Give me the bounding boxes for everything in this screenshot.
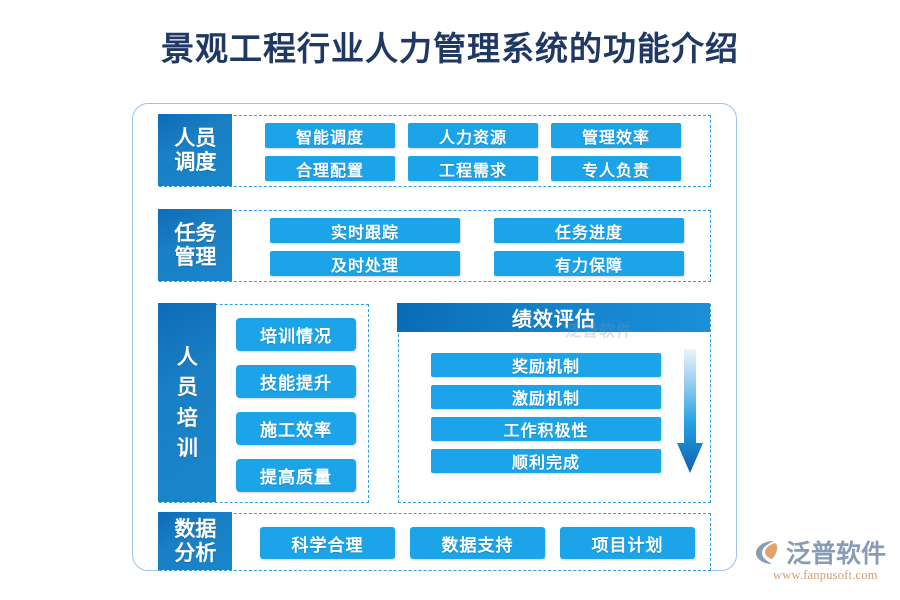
section-data-analysis-label-line-2: 分析 [174, 541, 217, 566]
section-dispatch-label-line-1: 人员 [174, 125, 217, 150]
chip-task-4[interactable]: 有力保障 [494, 251, 684, 276]
chip-dispatch-3[interactable]: 管理效率 [551, 123, 681, 148]
section-task-label-line-2: 管理 [174, 245, 217, 270]
section-training-label-line-4: 训 [176, 436, 198, 461]
section-data-analysis-label: 数据 分析 [158, 512, 233, 571]
fanpu-logo-icon [756, 541, 778, 564]
chip-dispatch-1[interactable]: 智能调度 [265, 123, 395, 148]
chip-dispatch-5[interactable]: 工程需求 [408, 156, 538, 181]
section-task-label-line-1: 任务 [174, 220, 217, 245]
down-arrow-icon [677, 349, 703, 473]
section-dispatch-label-line-2: 调度 [174, 150, 217, 175]
section-training: 人 员 培 训 培训情况 技能提升 施工效率 提高质量 [158, 303, 369, 503]
section-performance: 绩效评估 奖励机制 激励机制 工作积极性 顺利完成 [397, 303, 711, 503]
section-task-label: 任务 管理 [158, 209, 233, 282]
logo-name: 泛普软件 [786, 541, 887, 568]
chip-training-3[interactable]: 施工效率 [236, 412, 356, 445]
chip-dispatch-2[interactable]: 人力资源 [408, 123, 538, 148]
chip-task-2[interactable]: 任务进度 [494, 218, 684, 243]
chip-performance-4[interactable]: 顺利完成 [431, 449, 661, 473]
chip-dispatch-6[interactable]: 专人负责 [551, 156, 681, 181]
section-data-analysis: 数据 分析 科学合理 数据支持 项目计划 [158, 512, 711, 571]
chip-data-2[interactable]: 数据支持 [410, 527, 545, 559]
section-data-analysis-label-line-1: 数据 [174, 516, 217, 541]
chip-dispatch-4[interactable]: 合理配置 [265, 156, 395, 181]
diagram-frame: 人员 调度 智能调度 人力资源 管理效率 合理配置 工程需求 专人负责 任务 管… [132, 103, 737, 571]
logo-url: www.fanpusoft.com [773, 568, 878, 582]
section-performance-header: 绩效评估 [397, 303, 711, 333]
chip-performance-1[interactable]: 奖励机制 [431, 353, 661, 377]
section-training-label-line-1: 人 [176, 345, 198, 370]
section-training-label-line-3: 培 [176, 405, 198, 430]
chip-training-2[interactable]: 技能提升 [236, 365, 356, 398]
section-training-label-line-2: 员 [176, 375, 198, 400]
section-dispatch: 人员 调度 智能调度 人力资源 管理效率 合理配置 工程需求 专人负责 [158, 114, 711, 187]
chip-data-3[interactable]: 项目计划 [560, 527, 695, 559]
section-training-label: 人 员 培 训 [158, 303, 217, 503]
section-dispatch-label: 人员 调度 [158, 114, 233, 187]
chip-data-1[interactable]: 科学合理 [260, 527, 395, 559]
chip-performance-2[interactable]: 激励机制 [431, 385, 661, 409]
chip-task-1[interactable]: 实时跟踪 [270, 218, 460, 243]
chip-training-4[interactable]: 提高质量 [236, 459, 356, 492]
chip-performance-3[interactable]: 工作积极性 [431, 417, 661, 441]
section-task: 任务 管理 实时跟踪 任务进度 及时处理 有力保障 [158, 209, 711, 282]
chip-task-3[interactable]: 及时处理 [270, 251, 460, 276]
chip-training-1[interactable]: 培训情况 [236, 318, 356, 351]
brand-logo: 泛普软件 www.fanpusoft.com [753, 534, 893, 592]
page-title: 景观工程行业人力管理系统的功能介绍 [161, 32, 739, 68]
